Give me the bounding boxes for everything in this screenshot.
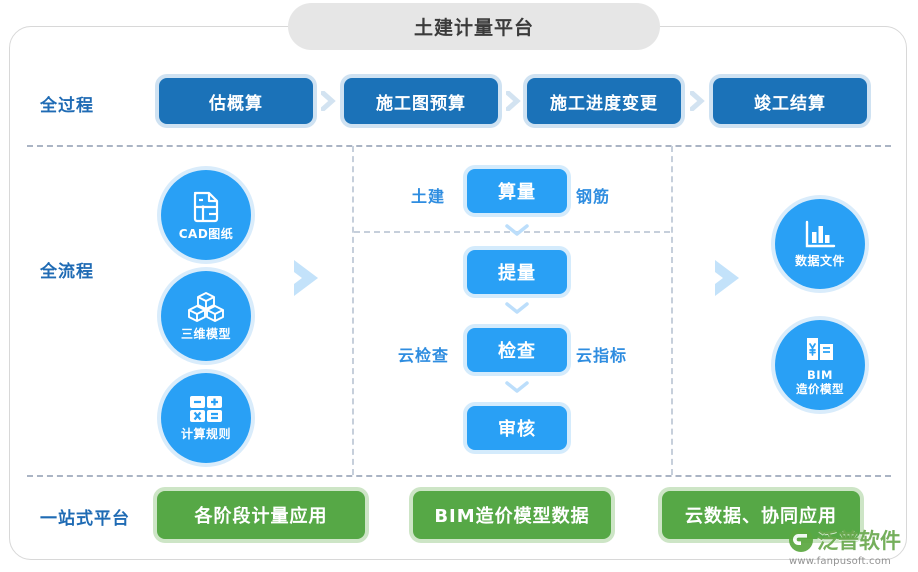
input-node-calc-rules[interactable]: 计算规则: [161, 373, 251, 463]
row-label-flow: 全流程: [40, 262, 94, 282]
process-step-gugaisuan[interactable]: 估概算: [159, 78, 313, 124]
output-node-label: 数据文件: [794, 253, 845, 268]
chevron-right-icon: [502, 88, 524, 114]
core-step-jiancha[interactable]: 检查: [467, 328, 567, 372]
platform-item-label: 云数据、协同应用: [685, 506, 837, 527]
process-step-shigongtuyusuan[interactable]: 施工图预算: [344, 78, 498, 124]
bim-cost-model-icon: [804, 334, 836, 364]
core-side-label-yunzhibiao: 云指标: [576, 346, 628, 365]
core-side-label-gangjin: 钢筋: [576, 187, 611, 206]
output-node-data-file[interactable]: 数据文件: [775, 199, 865, 289]
chevron-down-icon: [504, 300, 530, 314]
core-column-right-border: [671, 146, 673, 475]
process-step-shigongjindubiangeng[interactable]: 施工进度变更: [527, 78, 681, 124]
divider-flow-platform: [27, 475, 891, 477]
core-step-tiliang[interactable]: 提量: [467, 250, 567, 294]
platform-item-cloud-collab[interactable]: 云数据、协同应用: [662, 491, 860, 539]
core-step-label: 提量: [498, 263, 536, 284]
core-step-label: 审核: [498, 419, 536, 440]
chevron-right-icon: [317, 88, 339, 114]
platform-item-label: BIM造价模型数据: [434, 506, 590, 527]
input-node-cad[interactable]: CAD图纸: [161, 170, 251, 260]
core-side-label-yunjiancha: 云检查: [398, 346, 450, 365]
row-label-platform: 一站式平台: [40, 509, 130, 529]
divider-process-flow: [27, 145, 891, 147]
chevron-right-large-icon: [709, 254, 749, 302]
row-label-process: 全过程: [40, 96, 94, 116]
input-node-3d-model[interactable]: 三维模型: [161, 271, 251, 361]
platform-item-stage-apps[interactable]: 各阶段计量应用: [157, 491, 365, 539]
process-step-label: 估概算: [209, 93, 263, 114]
chevron-down-icon: [504, 379, 530, 393]
chevron-right-icon: [686, 88, 708, 114]
chevron-right-large-icon: [288, 254, 328, 302]
chevron-down-icon: [504, 222, 530, 236]
calculator-icon: [189, 395, 223, 423]
input-node-label: 计算规则: [180, 426, 231, 441]
platform-item-bim-cost-data[interactable]: BIM造价模型数据: [413, 491, 611, 539]
output-node-label: BIM 造价模型: [796, 368, 844, 396]
3d-model-icon: [188, 291, 224, 323]
input-node-label: 三维模型: [180, 326, 231, 341]
core-step-label: 检查: [498, 341, 536, 362]
core-step-label: 算量: [498, 182, 536, 203]
bar-chart-icon: [804, 220, 836, 250]
input-node-label: CAD图纸: [178, 226, 234, 241]
platform-item-label: 各阶段计量应用: [194, 506, 328, 527]
process-step-junggongjiesuan[interactable]: 竣工结算: [713, 78, 867, 124]
cad-drawing-icon: [189, 189, 223, 223]
page-title-text: 土建计量平台: [413, 17, 534, 39]
core-step-shenhe[interactable]: 审核: [467, 406, 567, 450]
process-step-label: 竣工结算: [754, 93, 826, 114]
page-title: 土建计量平台: [288, 3, 660, 50]
process-step-label: 施工进度变更: [550, 93, 658, 114]
core-side-label-tujian: 土建: [411, 187, 446, 206]
output-node-bim-cost-model[interactable]: BIM 造价模型: [775, 320, 865, 410]
core-step-suanliang[interactable]: 算量: [467, 169, 567, 213]
process-step-label: 施工图预算: [376, 93, 466, 114]
core-column-left-border: [352, 146, 354, 475]
